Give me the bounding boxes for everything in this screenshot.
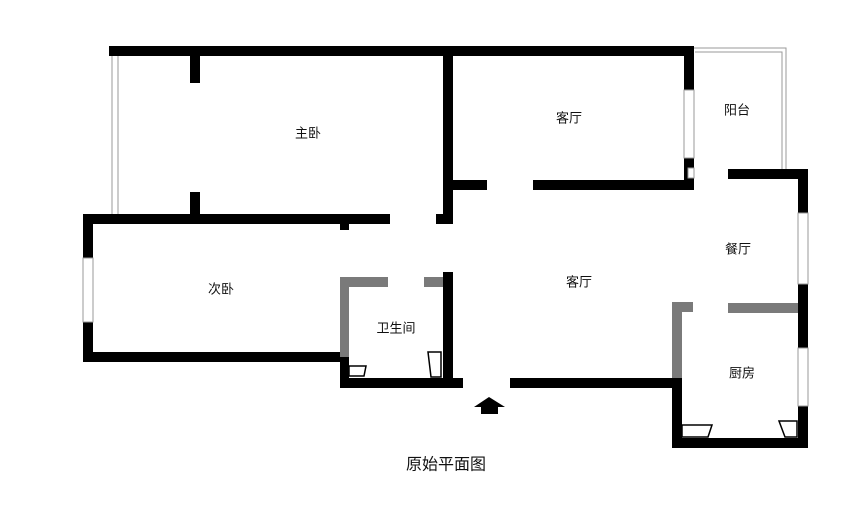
- kitchen-fixture-left: [681, 424, 714, 438]
- label-dining-room: 餐厅: [725, 242, 751, 258]
- walls: [83, 46, 808, 448]
- bath-fixture-right: [427, 351, 442, 378]
- plan-caption: 原始平面图: [406, 455, 486, 474]
- kitchen-fixture-right: [777, 420, 798, 438]
- label-bathroom: 卫生间: [376, 322, 415, 337]
- label-balcony: 阳台: [724, 104, 750, 119]
- bath-fixture-left: [348, 365, 367, 377]
- partitions: [340, 277, 798, 378]
- balcony-railing: [111, 47, 787, 214]
- label-master-bedroom: 主卧: [295, 127, 321, 142]
- label-kitchen: 厨房: [729, 366, 755, 382]
- label-living-room-main: 客厅: [566, 275, 592, 291]
- fixtures: [348, 351, 798, 438]
- label-second-bedroom: 次卧: [208, 282, 234, 298]
- label-living-room-upper: 客厅: [556, 111, 582, 127]
- windows: [82, 89, 809, 407]
- entrance-arrow-icon: [474, 397, 505, 414]
